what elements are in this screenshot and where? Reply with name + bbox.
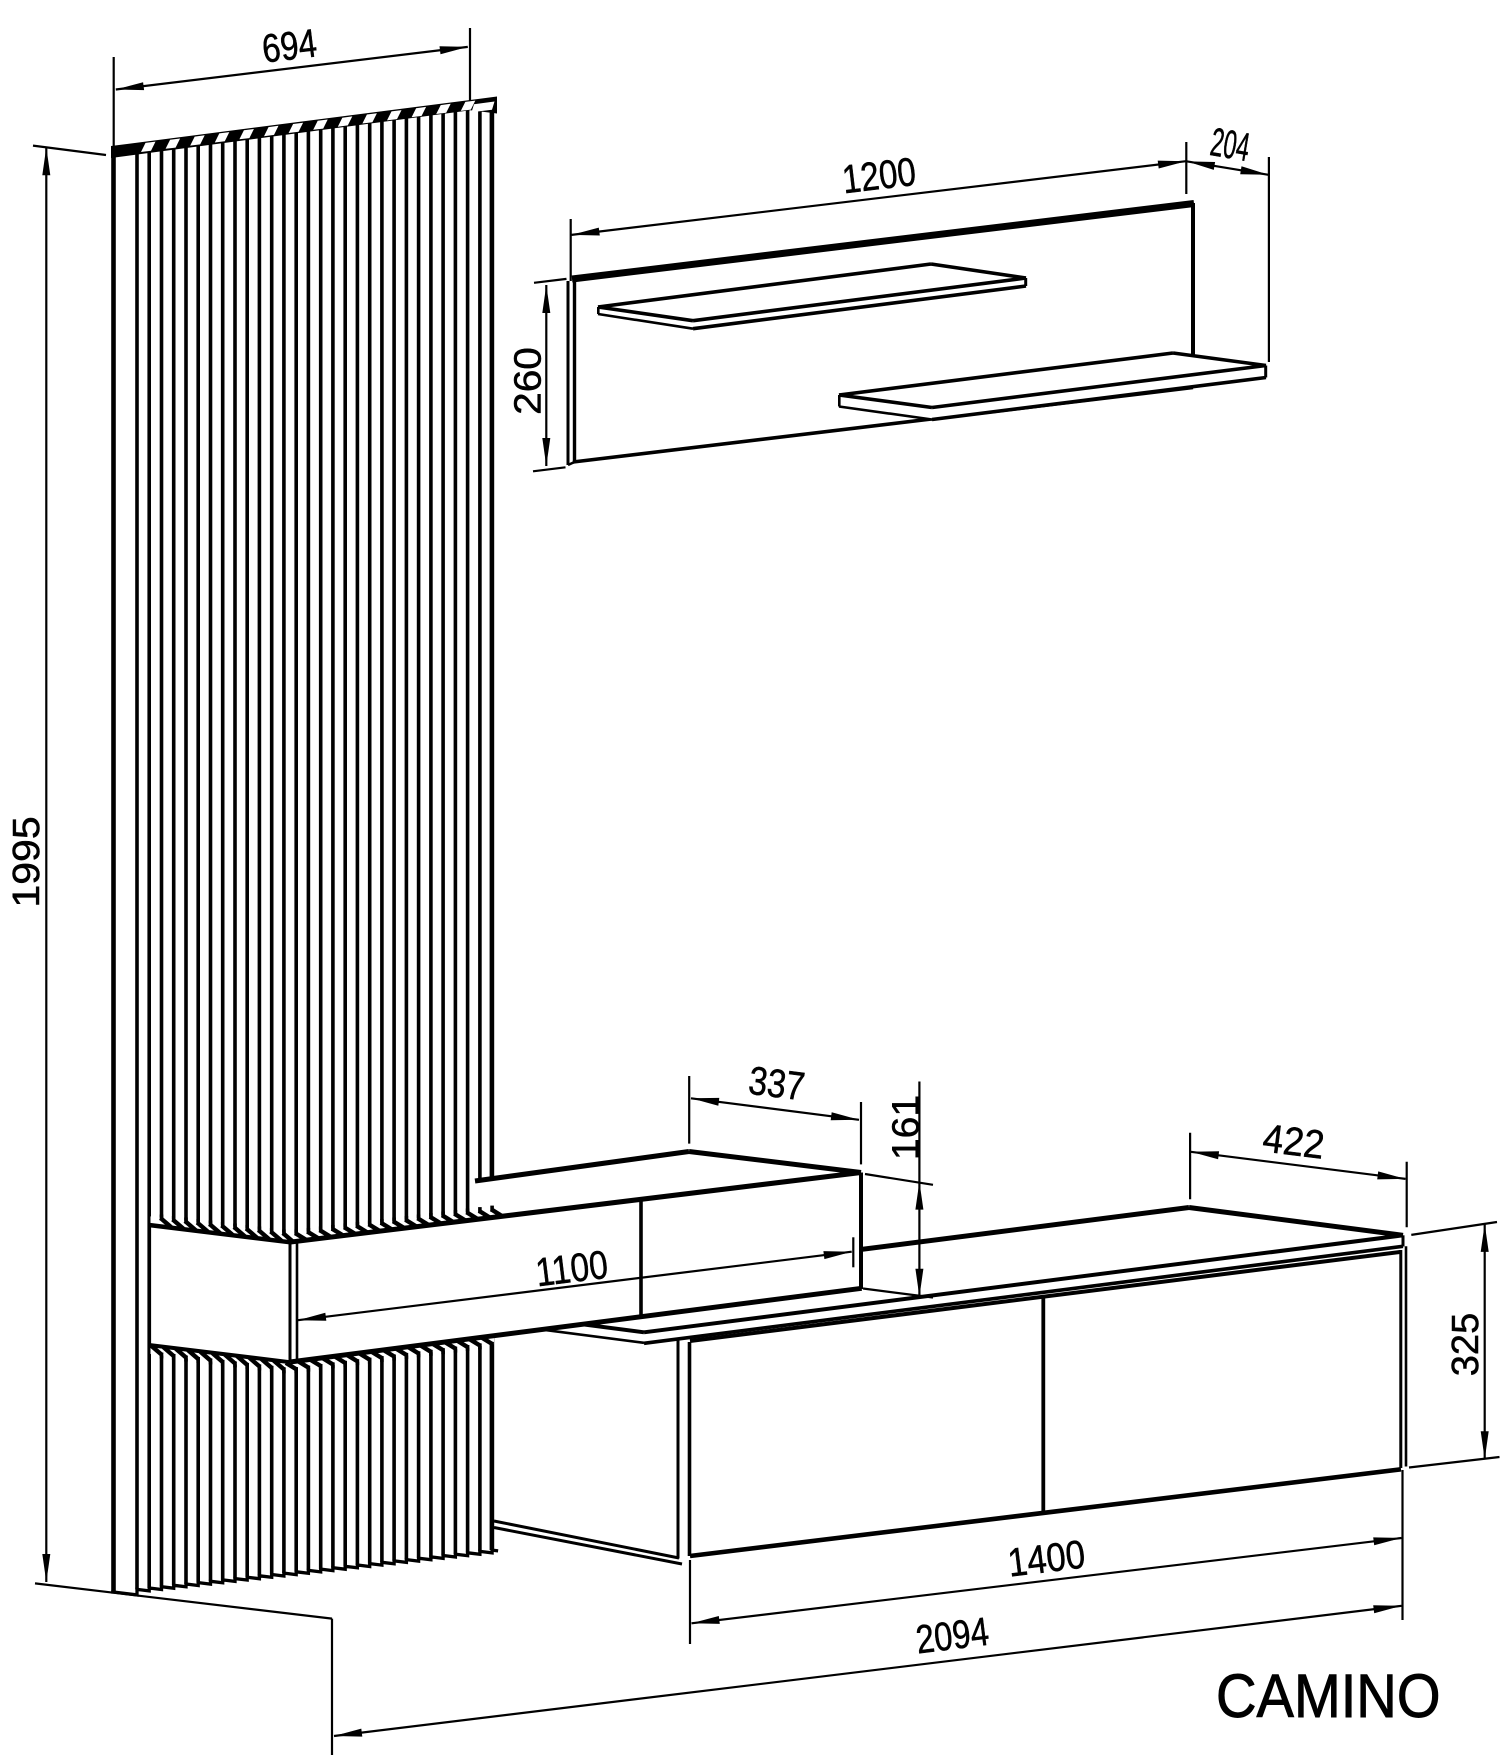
svg-text:CAMINO: CAMINO (1216, 1663, 1440, 1731)
svg-text:694: 694 (260, 20, 320, 71)
svg-text:1100: 1100 (533, 1242, 610, 1295)
svg-text:1200: 1200 (840, 149, 919, 202)
svg-text:1995: 1995 (5, 816, 47, 907)
svg-text:204: 204 (1208, 119, 1254, 170)
svg-text:260: 260 (507, 347, 549, 415)
svg-text:422: 422 (1260, 1116, 1327, 1168)
svg-text:1400: 1400 (1005, 1531, 1087, 1585)
svg-text:337: 337 (746, 1058, 807, 1109)
svg-text:325: 325 (1445, 1313, 1487, 1376)
svg-text:161: 161 (885, 1095, 927, 1160)
svg-text:2094: 2094 (913, 1609, 991, 1662)
